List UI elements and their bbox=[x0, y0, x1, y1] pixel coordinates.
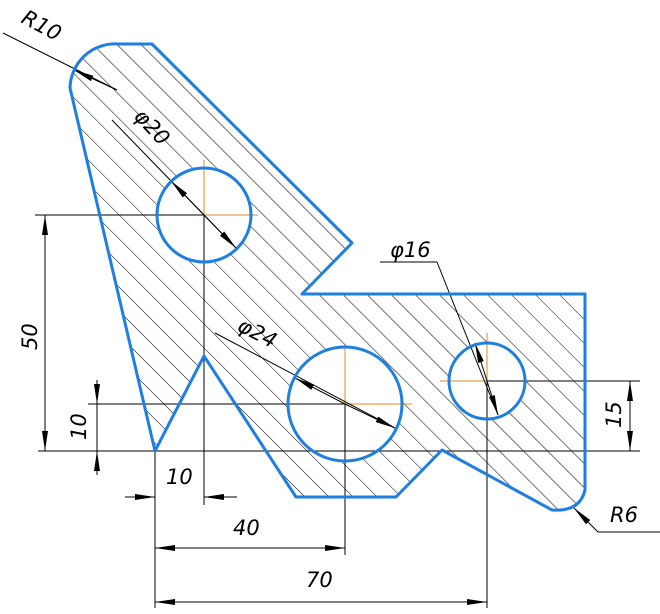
part-hatching bbox=[70, 43, 585, 511]
label-width-10: 10 bbox=[166, 465, 193, 489]
label-r10: R10 bbox=[18, 5, 66, 46]
hole-dia-24 bbox=[286, 345, 404, 463]
hole-dia-16 bbox=[447, 341, 527, 421]
label-40: 40 bbox=[233, 516, 260, 540]
label-r6: R6 bbox=[610, 503, 638, 527]
part-outline bbox=[68, 42, 587, 512]
hole-dia-20 bbox=[155, 166, 253, 264]
label-dia-16: φ16 bbox=[390, 238, 431, 262]
label-70: 70 bbox=[306, 568, 333, 592]
label-15: 15 bbox=[602, 401, 626, 428]
label-height-10: 10 bbox=[67, 413, 91, 440]
label-50: 50 bbox=[18, 323, 42, 350]
dimension-lines bbox=[2, 32, 660, 605]
